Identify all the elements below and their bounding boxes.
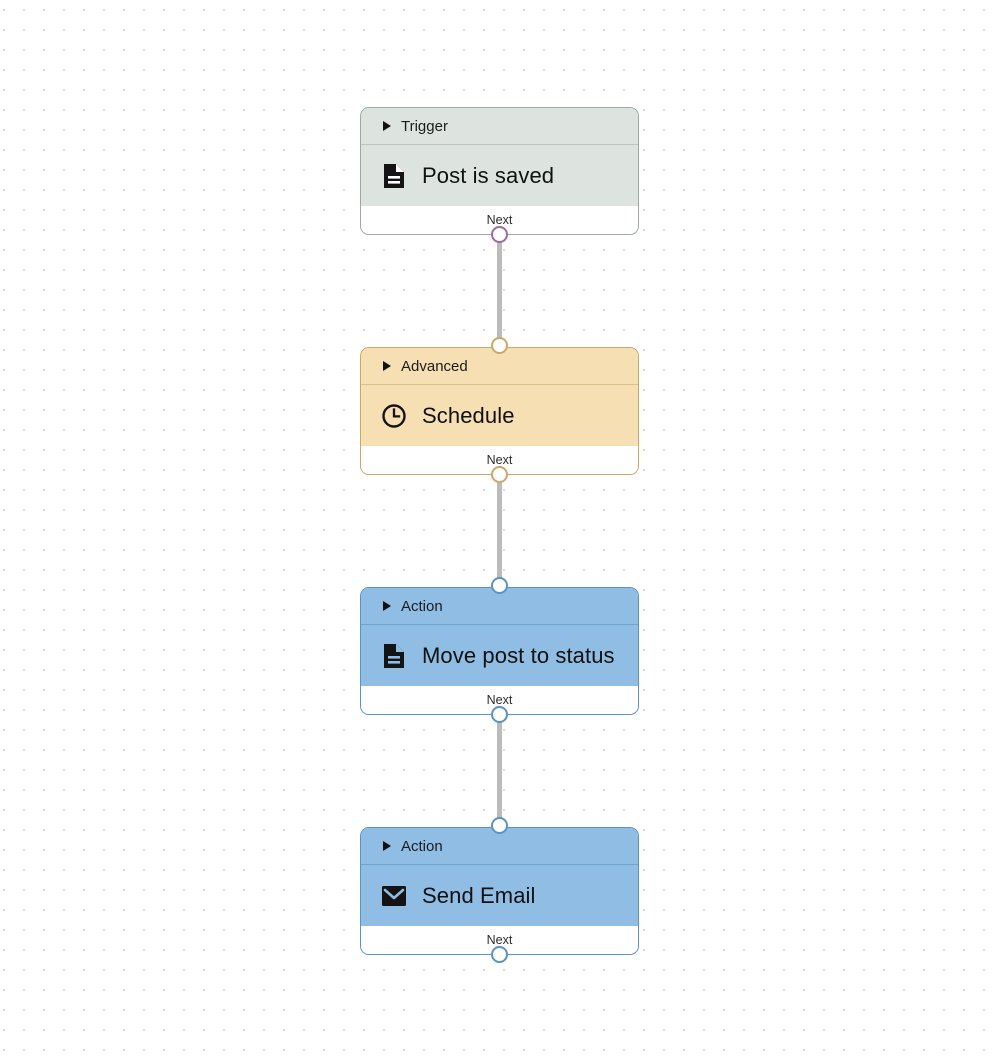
node-header-trigger[interactable]: Trigger (361, 108, 638, 145)
next-label: Next (486, 693, 513, 707)
expand-caret-icon[interactable] (383, 601, 391, 611)
node-header-action-move[interactable]: Action (361, 588, 638, 625)
workflow-node-advanced[interactable]: Advanced Schedule Next (360, 347, 639, 475)
edge-advanced-to-action-move (497, 474, 502, 586)
expand-caret-icon[interactable] (383, 121, 391, 131)
envelope-icon (381, 883, 407, 909)
node-output-port-action-move[interactable] (491, 706, 508, 723)
node-header-advanced[interactable]: Advanced (361, 348, 638, 385)
next-label: Next (486, 213, 513, 227)
node-input-port-action-email[interactable] (491, 817, 508, 834)
node-body-action-email[interactable]: Send Email (361, 865, 638, 926)
node-output-port-action-email[interactable] (491, 946, 508, 963)
node-input-port-action-move[interactable] (491, 577, 508, 594)
expand-caret-icon[interactable] (383, 841, 391, 851)
node-category-label: Action (401, 837, 443, 855)
node-output-port-advanced[interactable] (491, 466, 508, 483)
next-label: Next (486, 933, 513, 947)
node-input-port-advanced[interactable] (491, 337, 508, 354)
node-title: Send Email (422, 882, 536, 908)
node-title: Schedule (422, 402, 515, 428)
clock-icon (381, 403, 407, 429)
workflow-node-action-email[interactable]: Action Send Email Next (360, 827, 639, 955)
node-title: Move post to status (422, 642, 615, 668)
document-icon (381, 643, 407, 669)
node-category-label: Advanced (401, 357, 468, 375)
edge-trigger-to-advanced (497, 234, 502, 346)
document-icon (381, 163, 407, 189)
workflow-node-trigger[interactable]: Trigger Post is saved Next (360, 107, 639, 235)
node-category-label: Trigger (401, 117, 448, 135)
node-title: Post is saved (422, 162, 555, 188)
node-body-action-move[interactable]: Move post to status (361, 625, 638, 686)
node-body-trigger[interactable]: Post is saved (361, 145, 638, 206)
node-category-label: Action (401, 597, 443, 615)
edge-action-move-to-action-email (497, 714, 502, 826)
next-label: Next (486, 453, 513, 467)
node-body-advanced[interactable]: Schedule (361, 385, 638, 446)
node-output-port-trigger[interactable] (491, 226, 508, 243)
node-header-action-email[interactable]: Action (361, 828, 638, 865)
expand-caret-icon[interactable] (383, 361, 391, 371)
workflow-node-action-move[interactable]: Action Move post to status Next (360, 587, 639, 715)
